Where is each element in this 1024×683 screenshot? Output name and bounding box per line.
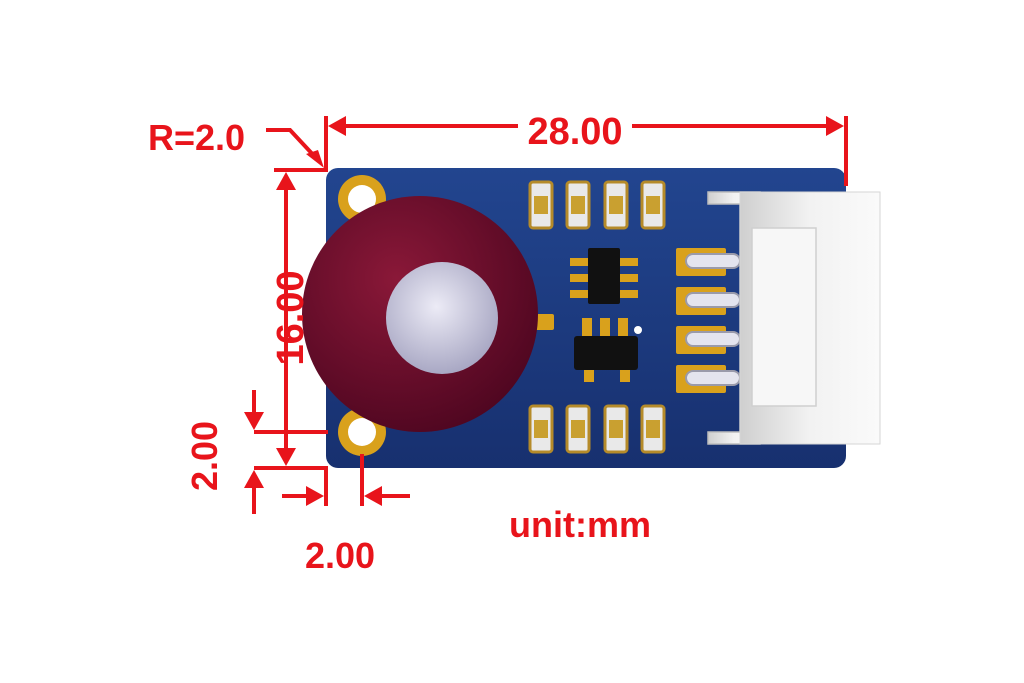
width-label: 28.00 <box>527 111 622 153</box>
dimension-lines <box>252 116 848 514</box>
smd-pads-top <box>534 196 660 214</box>
height-label: 16.00 <box>270 270 312 365</box>
connector-housing <box>707 191 881 445</box>
regulator-chip <box>574 318 642 382</box>
smd-pads-bottom <box>534 420 660 438</box>
ir-sensor <box>302 196 554 432</box>
ic-chip <box>570 248 638 304</box>
dimension-arrowheads <box>244 116 844 506</box>
hole-offset-y-label: 2.00 <box>184 421 225 491</box>
unit-label: unit:mm <box>509 504 651 545</box>
hole-offset-x-label: 2.00 <box>305 535 375 576</box>
radius-label: R=2.0 <box>148 117 245 158</box>
